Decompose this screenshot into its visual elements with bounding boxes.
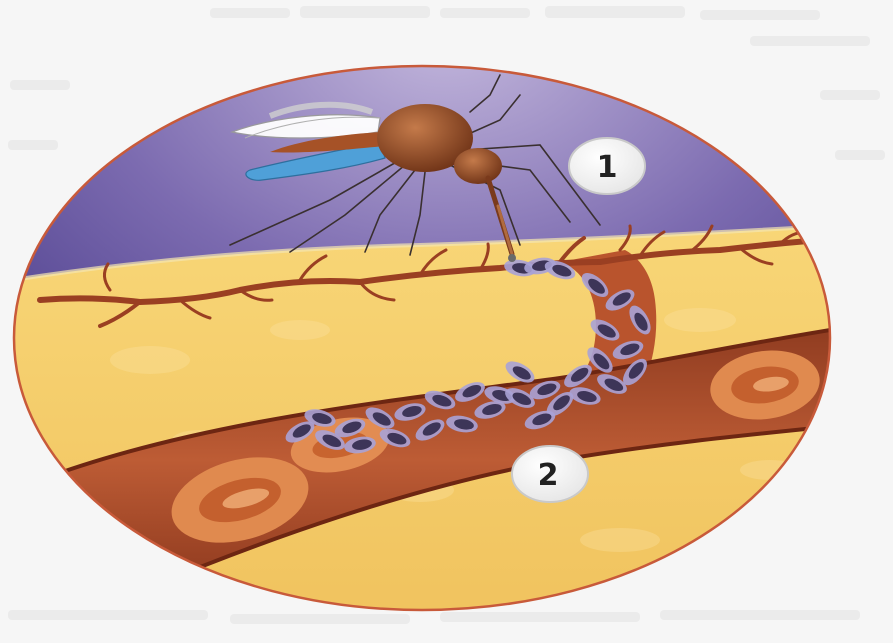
- label-two-badge: 2: [512, 446, 588, 502]
- label-one: 1: [597, 150, 618, 185]
- label-two: 2: [538, 458, 559, 493]
- label-one-badge: 1: [569, 138, 645, 194]
